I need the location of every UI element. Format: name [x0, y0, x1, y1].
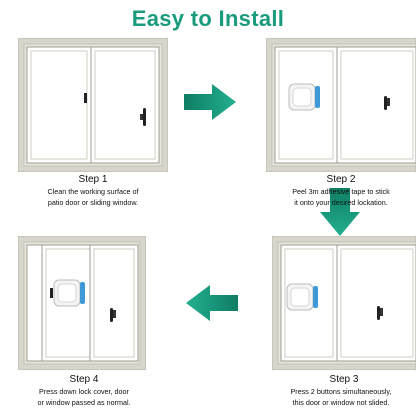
step4-title: Step 4 — [69, 374, 99, 385]
step3-title: Step 3 — [329, 374, 359, 385]
arrow-left-icon — [186, 285, 238, 321]
step4-description: Press down lock cover, door or window pa… — [37, 387, 131, 407]
step1-door-image — [18, 38, 168, 172]
step2-door-image — [266, 38, 416, 172]
arrow-down-icon — [320, 188, 360, 236]
step2-description: Peel 3m adhesive tape to stick it onto y… — [292, 187, 390, 207]
step4-door-image — [18, 236, 146, 370]
step3-description: Press 2 buttons simultaneously, this doo… — [290, 387, 392, 407]
arrow-right-icon — [184, 84, 236, 120]
page-title: Easy to Install — [131, 6, 285, 31]
step3-door-image — [272, 236, 416, 370]
step2-title: Step 2 — [326, 174, 356, 185]
step1-description: Clean the working surface of patio door … — [47, 187, 139, 207]
step1-title: Step 1 — [78, 174, 108, 185]
